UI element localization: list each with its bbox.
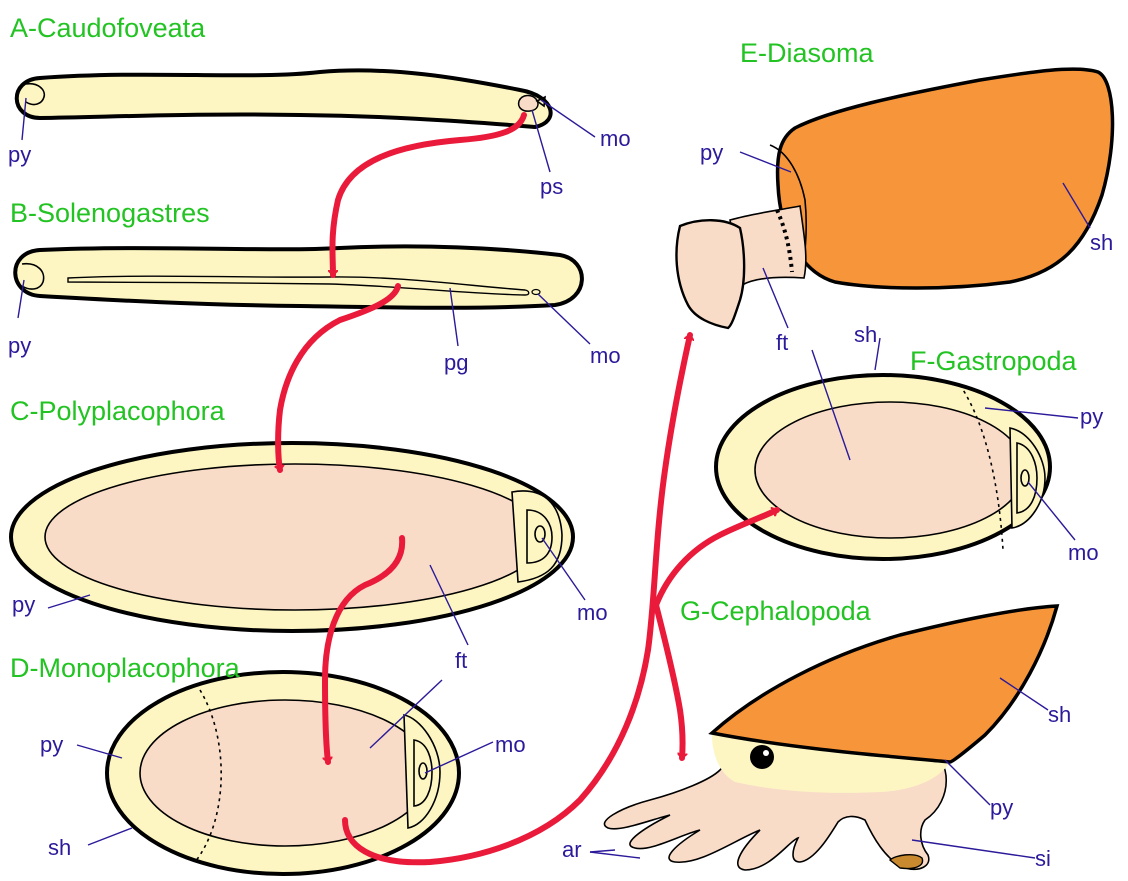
label-f-py: py (1080, 404, 1103, 429)
title-monoplacophora: D-Monoplacophora (10, 653, 241, 683)
g-ar-leader (590, 852, 640, 858)
title-solenogastres: B-Solenogastres (10, 198, 210, 228)
g-py-leader (945, 760, 990, 805)
label-g-si: si (1035, 846, 1051, 871)
label-a-py: py (8, 142, 31, 167)
label-a-ps: ps (540, 174, 563, 199)
title-polyplacophora: C-Polyplacophora (10, 396, 226, 426)
d-sh-leader (88, 828, 132, 845)
polyplacophora-body (11, 443, 573, 631)
title-caudofoveata: A-Caudofoveata (10, 13, 206, 43)
label-c-py: py (12, 592, 35, 617)
label-b-pg: pg (444, 350, 468, 375)
label-e-sh: sh (1090, 230, 1113, 255)
label-c-ft: ft (455, 648, 467, 673)
label-d-py: py (40, 732, 63, 757)
label-g-sh: sh (1048, 702, 1071, 727)
title-cephalopoda: G-Cephalopoda (680, 596, 872, 626)
label-e-ft: ft (776, 330, 788, 355)
title-diasoma: E-Diasoma (740, 38, 875, 68)
g-ar-leader-2 (590, 850, 615, 852)
label-f-mo: mo (1068, 540, 1099, 565)
cephalopoda-body (604, 606, 1057, 870)
label-b-py: py (8, 333, 31, 358)
label-d-mo: mo (495, 732, 526, 757)
label-g-ar: ar (562, 837, 582, 862)
label-d-sh: sh (48, 835, 71, 860)
label-c-mo: mo (577, 600, 608, 625)
g-si-leader (912, 840, 1035, 858)
title-gastropoda: F-Gastropoda (910, 346, 1078, 376)
solenogastres-body (15, 246, 582, 307)
diasoma-body (676, 69, 1112, 328)
gastropoda-body (716, 375, 1050, 559)
label-b-mo: mo (590, 343, 621, 368)
monoplacophora-body (107, 672, 459, 874)
label-f-sh: sh (854, 322, 877, 347)
arrow-to-g (656, 605, 683, 758)
label-e-py: py (700, 140, 723, 165)
caudofoveata-body (17, 70, 551, 127)
label-g-py: py (990, 795, 1013, 820)
label-a-mo: mo (600, 126, 631, 151)
